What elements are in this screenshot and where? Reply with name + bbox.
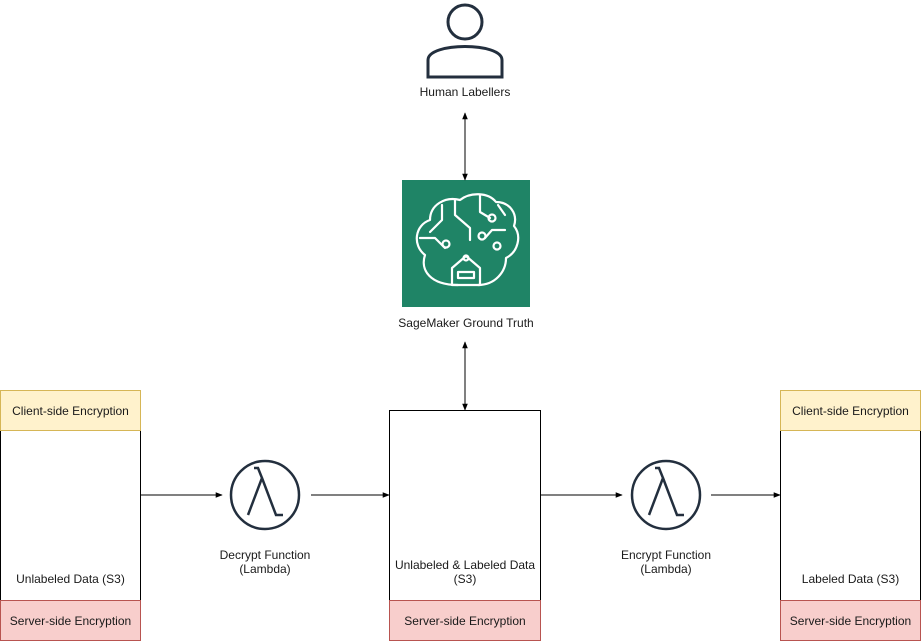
source-bucket-container xyxy=(0,390,141,641)
lambda-icon xyxy=(229,459,301,531)
server-side-encryption-band: Server-side Encryption xyxy=(0,600,141,641)
server-side-encryption-band: Server-side Encryption xyxy=(780,600,921,641)
user-icon xyxy=(426,3,504,79)
dest-bucket-container xyxy=(780,390,921,641)
server-side-encryption-band: Server-side Encryption xyxy=(389,600,541,641)
dest-bucket-label: Labeled Data (S3) xyxy=(801,572,900,586)
encrypt-function-type: (Lambda) xyxy=(640,562,692,576)
source-bucket-label: Unlabeled Data (S3) xyxy=(16,572,125,586)
middle-bucket-label: Unlabeled & Labeled Data (S3) xyxy=(389,558,541,586)
middle-bucket-name: Unlabeled & Labeled Data xyxy=(394,558,536,572)
encrypt-function-name: Encrypt Function xyxy=(620,548,712,562)
human-labellers-label: Human Labellers xyxy=(419,85,511,99)
decrypt-function-name: Decrypt Function xyxy=(219,548,311,562)
middle-bucket-type: (S3) xyxy=(453,572,477,586)
client-side-encryption-band: Client-side Encryption xyxy=(780,390,921,431)
decrypt-function-type: (Lambda) xyxy=(239,562,291,576)
ground-truth-label: SageMaker Ground Truth xyxy=(398,316,534,330)
decrypt-function-label: Decrypt Function (Lambda) xyxy=(195,548,335,576)
client-side-encryption-band: Client-side Encryption xyxy=(0,390,141,431)
sagemaker-ground-truth-icon xyxy=(402,180,530,307)
lambda-icon xyxy=(630,459,702,531)
encrypt-function-label: Encrypt Function (Lambda) xyxy=(596,548,736,576)
